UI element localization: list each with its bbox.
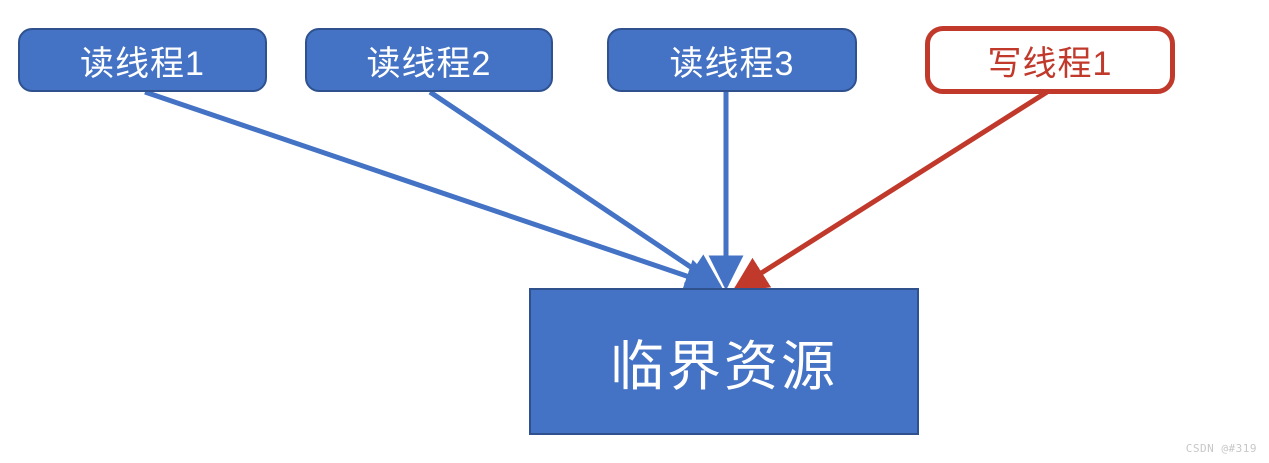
edge-reader-2	[428, 89, 723, 289]
node-reader-3[interactable]: 读线程3	[607, 28, 857, 92]
node-reader-1[interactable]: 读线程1	[18, 28, 267, 92]
node-critical-resource[interactable]: 临界资源	[529, 288, 919, 435]
node-reader-2-label: 读线程2	[366, 44, 492, 83]
watermark: CSDN @#319	[1185, 442, 1257, 455]
node-reader-3-label: 读线程3	[669, 44, 795, 83]
edge-writer-1	[732, 89, 1049, 292]
node-writer-1-label: 写线程1	[987, 44, 1113, 83]
edge-reader-1	[144, 89, 721, 293]
node-reader-1-label: 读线程1	[80, 44, 205, 83]
node-critical-resource-label: 临界资源	[610, 337, 838, 397]
node-reader-2[interactable]: 读线程2	[305, 28, 553, 92]
node-writer-1[interactable]: 写线程1	[925, 26, 1175, 94]
